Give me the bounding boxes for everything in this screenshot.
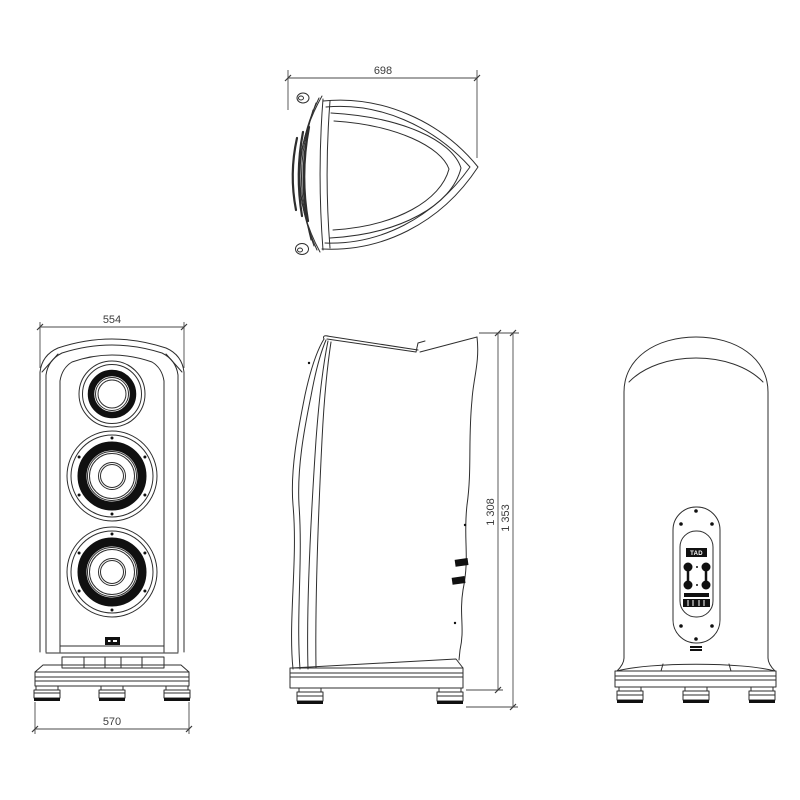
front-view-drawing: 554 xyxy=(31,314,193,734)
dim-label-554: 554 xyxy=(103,314,121,326)
woofer-screws xyxy=(77,532,147,612)
foot xyxy=(616,686,644,703)
rear-base-plinth xyxy=(614,663,777,688)
foot xyxy=(436,687,464,704)
top-view-cabinet-outline xyxy=(291,92,479,255)
foot xyxy=(163,685,191,701)
barcode-label xyxy=(683,599,710,607)
side-view-drawing: 1 308 1 353 xyxy=(289,329,519,711)
terminal-knobs xyxy=(451,558,469,585)
side-feet xyxy=(296,687,464,704)
side-cabinet-outline xyxy=(291,335,479,670)
front-lower-band xyxy=(61,656,165,669)
foot xyxy=(98,685,126,701)
plate-logo-badge: TAD xyxy=(686,548,707,557)
woofer-screws xyxy=(77,436,147,516)
mid-woofer-driver xyxy=(66,430,158,522)
top-edge-knob xyxy=(296,92,310,104)
top-view-drawing: 698 xyxy=(284,65,481,255)
dim-label-1353: 1 353 xyxy=(500,504,512,532)
foot xyxy=(33,685,61,701)
bottom-woofer-driver xyxy=(66,526,158,618)
tweeter-driver xyxy=(78,360,146,428)
dim-label-1308: 1 308 xyxy=(485,498,497,526)
dimension-heights: 1 308 1 353 xyxy=(466,329,519,711)
front-feet xyxy=(33,685,191,701)
grille-slot xyxy=(297,130,305,218)
foot xyxy=(682,686,710,703)
plate-screws xyxy=(679,509,714,641)
side-base-plinth xyxy=(289,658,464,689)
dimension-top-depth: 698 xyxy=(284,65,481,158)
rear-cabinet-outline xyxy=(616,336,776,672)
grille-slot xyxy=(291,136,299,212)
rear-feet xyxy=(616,686,776,703)
front-logo-badge xyxy=(105,637,120,645)
foot xyxy=(296,687,324,704)
dimension-front-width: 554 xyxy=(36,314,188,368)
foot xyxy=(748,686,776,703)
dim-label-570: 570 xyxy=(103,716,121,728)
bottom-edge-knob xyxy=(295,243,309,255)
binding-posts xyxy=(683,562,711,590)
dimension-base-width: 570 xyxy=(31,702,193,734)
terminal-plate: TAD xyxy=(672,506,721,644)
spec-label xyxy=(684,593,709,597)
plate-logo-text: TAD xyxy=(690,551,703,557)
dim-label-698: 698 xyxy=(374,65,392,77)
front-cabinet-outline xyxy=(39,338,185,654)
rear-bottom-bracket xyxy=(690,646,702,651)
grille-slot xyxy=(303,125,311,223)
rear-view-drawing: TAD xyxy=(614,336,777,703)
